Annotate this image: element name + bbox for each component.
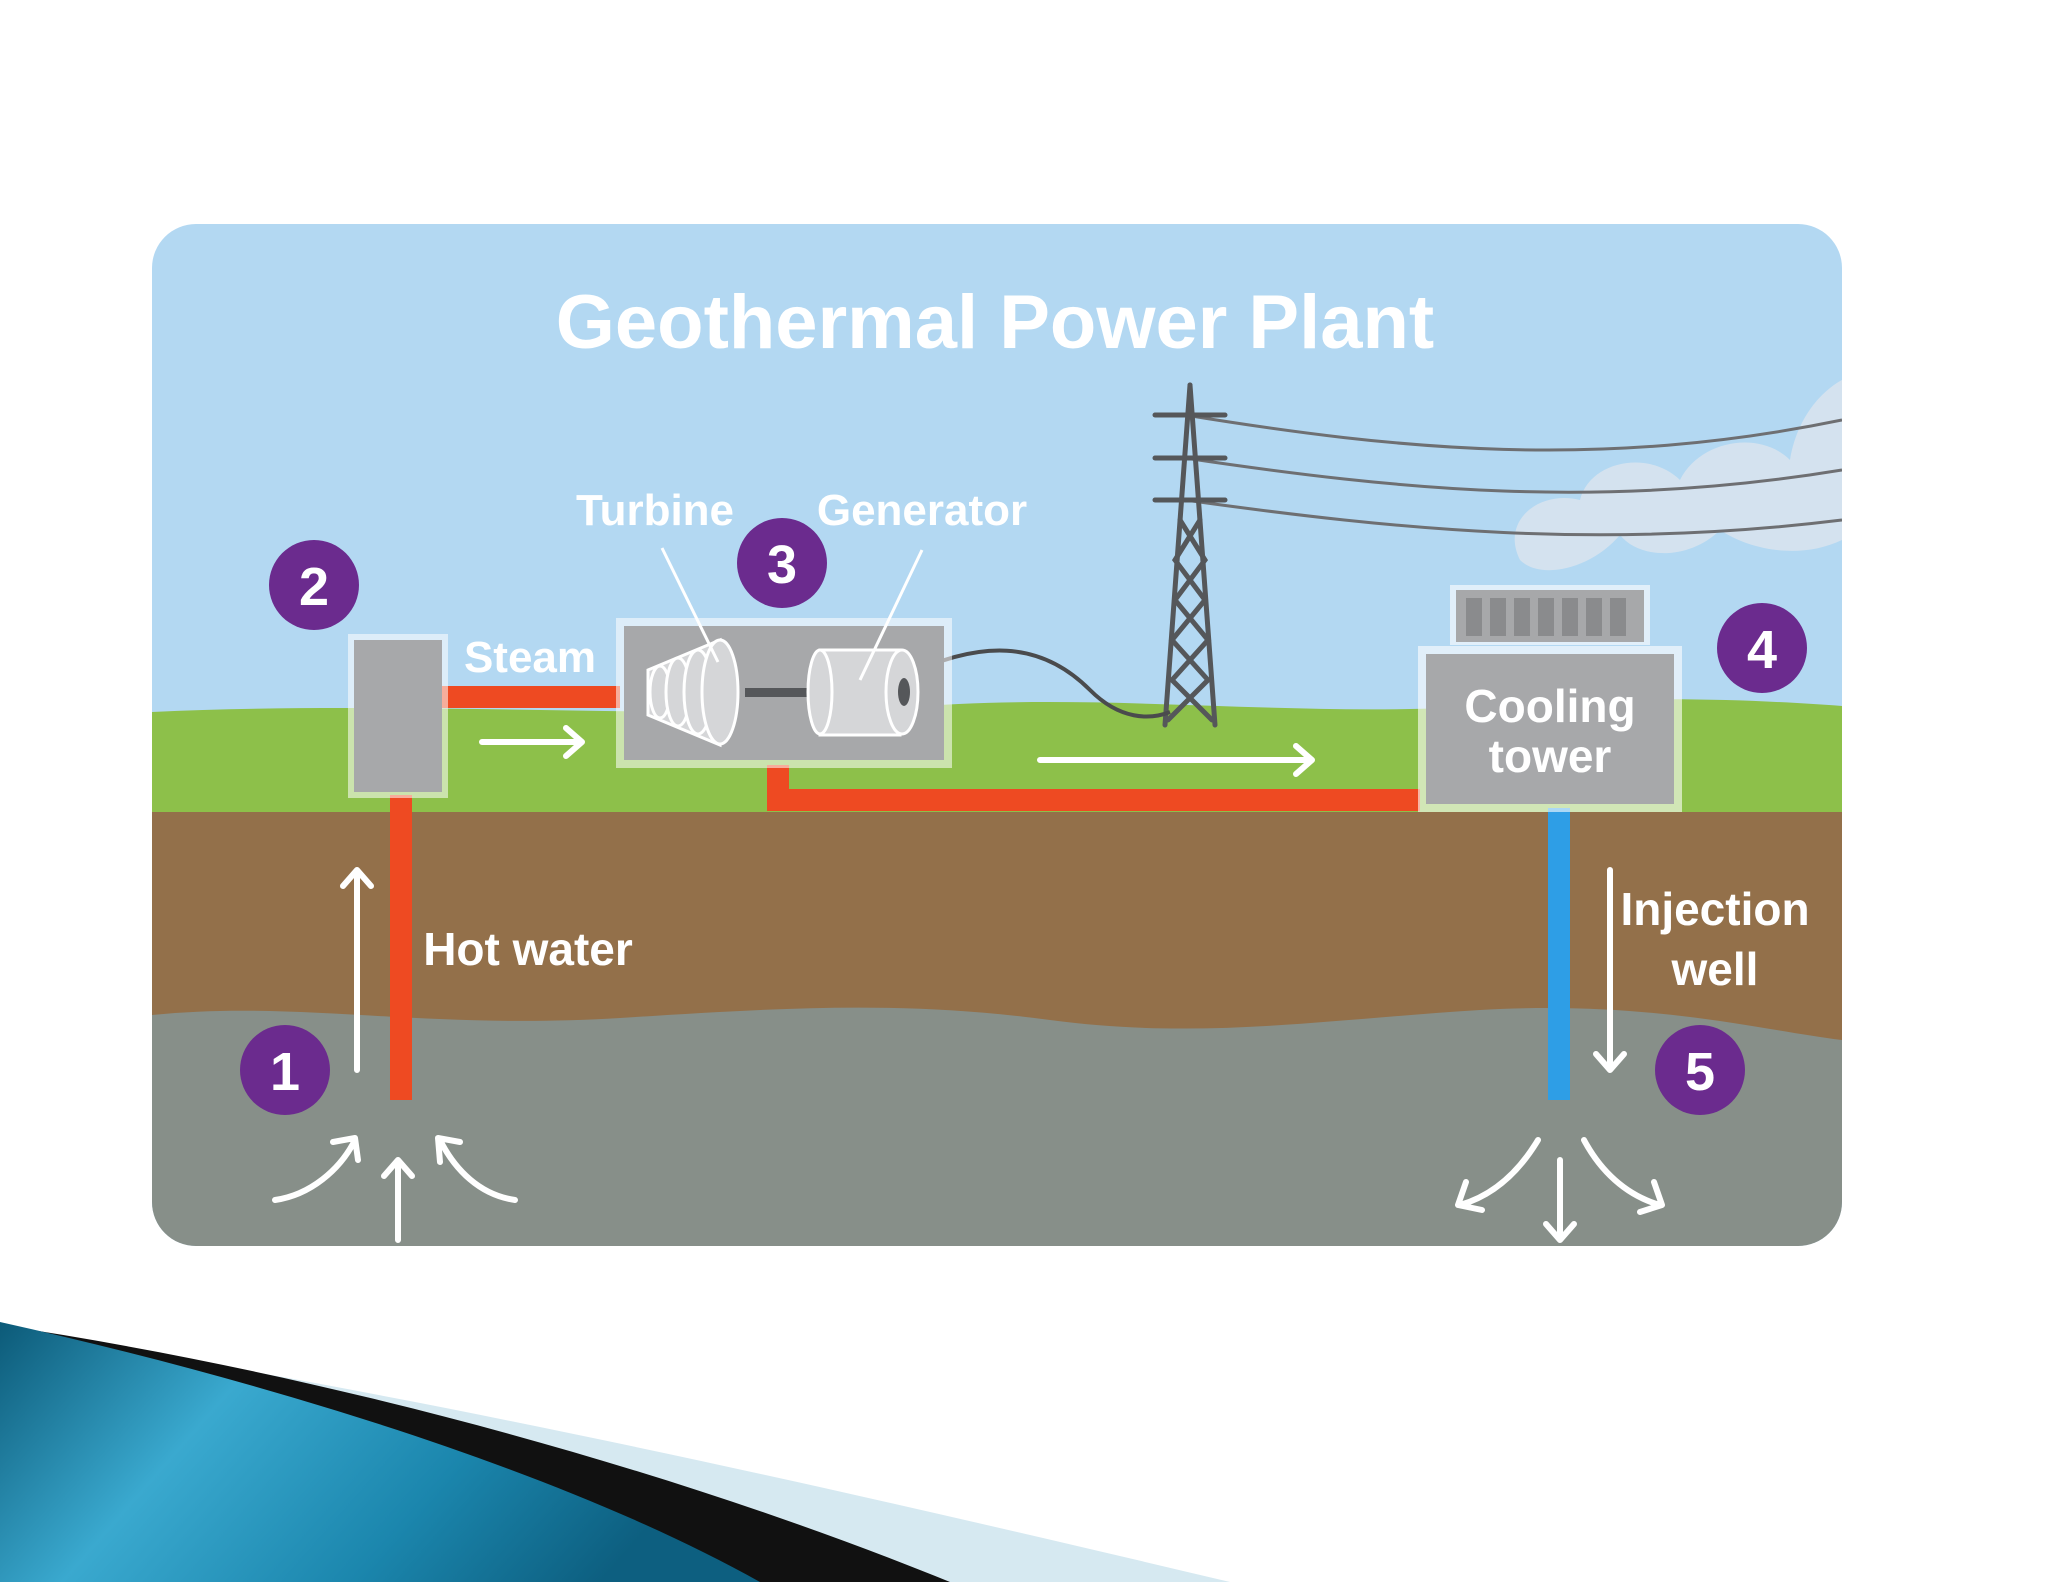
hot-water-up-arrow	[340, 867, 374, 1073]
step-badge-2: 2	[269, 540, 359, 630]
step-badge-3: 3	[737, 518, 827, 608]
injection-well-label-line2: well	[1671, 943, 1759, 995]
cooling-tower-label-line2: tower	[1489, 730, 1612, 782]
steam-cloud-icon	[1514, 380, 1842, 571]
reservoir-inflow-left-arrow	[272, 1135, 361, 1203]
generator-icon	[806, 648, 920, 737]
water-flow-arrow	[1037, 743, 1315, 777]
rock-layer	[152, 1007, 1842, 1246]
step-number: 5	[1685, 1042, 1715, 1102]
hot-water-pipe	[390, 795, 412, 1100]
slide-decoration	[0, 1322, 1230, 1582]
hot-water-label: Hot water	[423, 923, 633, 975]
reservoir-inflow-up-arrow	[381, 1157, 415, 1243]
cooling-tower-icon	[1418, 585, 1682, 812]
callout-lines	[660, 547, 924, 681]
injection-down-arrow	[1593, 867, 1627, 1073]
steam-label: Steam	[464, 633, 596, 682]
separator-tank-icon	[348, 634, 448, 798]
reservoir-inflow-right-arrow	[435, 1135, 518, 1203]
injection-outflow-right-arrow	[1581, 1137, 1665, 1215]
diagram-panel: 1 2 3 4 5 Geothermal Power Plant Turbine…	[152, 224, 1842, 1246]
steam-pipe	[440, 686, 620, 708]
injection-pipe	[1548, 808, 1570, 1100]
injection-outflow-left-arrow	[1455, 1137, 1541, 1213]
flow-arrows	[272, 725, 1665, 1243]
power-lines	[1184, 413, 1842, 537]
step-number: 4	[1747, 620, 1777, 680]
step-number: 3	[767, 535, 797, 595]
turbine-icon	[646, 637, 740, 748]
cooling-tower-label-line1: Cooling	[1464, 680, 1635, 732]
injection-well-label-line1: Injection	[1620, 883, 1809, 935]
step-number: 1	[270, 1042, 300, 1102]
step-badge-1: 1	[240, 1025, 330, 1115]
generator-cable	[904, 648, 1171, 719]
step-badge-4: 4	[1717, 603, 1807, 693]
steam-flow-arrow	[479, 725, 585, 759]
transmission-tower-icon	[1152, 382, 1228, 728]
step-badge-5: 5	[1655, 1025, 1745, 1115]
turbine-shaft	[745, 688, 815, 697]
turbine-label: Turbine	[576, 486, 734, 535]
generator-label: Generator	[817, 486, 1027, 535]
return-pipe	[767, 765, 1420, 811]
step-number: 2	[299, 557, 329, 617]
injection-outflow-down-arrow	[1543, 1157, 1577, 1243]
turbine-generator-housing	[616, 618, 952, 768]
diagram-title: Geothermal Power Plant	[556, 280, 1434, 365]
